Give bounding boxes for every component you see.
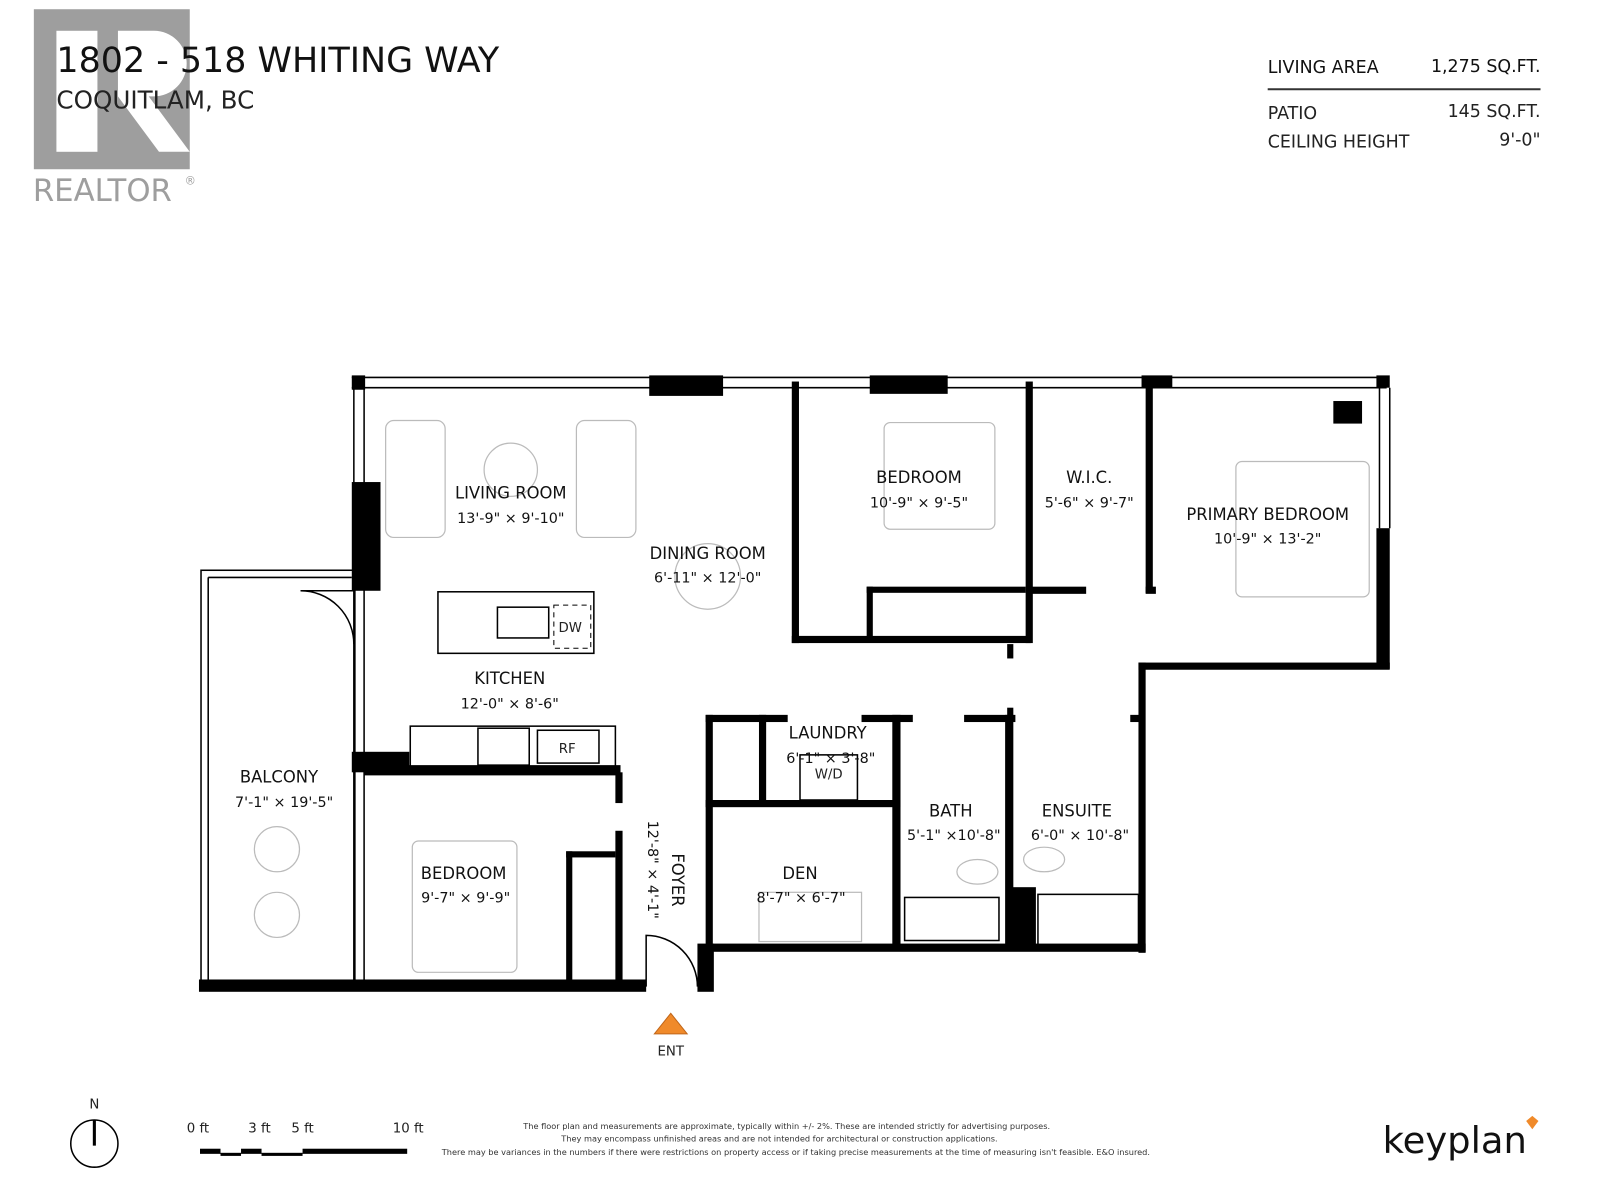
dining-room-name: DINING ROOM <box>650 544 766 563</box>
living-area-label: LIVING AREA <box>1268 58 1379 78</box>
balcony-door[interactable] <box>300 590 355 645</box>
room-labels: LIVING ROOM 13'-9" × 9'-10" DINING ROOM … <box>235 468 1349 919</box>
ensuite-name: ENSUITE <box>1042 801 1112 820</box>
disclaimer-line-1: The floor plan and measurements are appr… <box>522 1121 1050 1131</box>
living-room-name: LIVING ROOM <box>455 483 567 502</box>
scale-tick-5: 5 ft <box>291 1121 313 1136</box>
scale-tick-0: 0 ft <box>187 1121 209 1136</box>
laundry-name: LAUNDRY <box>789 723 868 742</box>
bedroom-1-dims: 10'-9" × 9'-5" <box>870 496 968 512</box>
realtor-logo: REALTOR ® <box>33 9 196 209</box>
laundry-dims: 6'-1" × 3'-8" <box>786 751 875 767</box>
ceiling-label: CEILING HEIGHT <box>1268 133 1410 153</box>
bath-dims: 5'-1" ×10'-8" <box>907 828 1001 844</box>
compass-label: N <box>89 1098 99 1113</box>
patio-value: 145 SQ.FT. <box>1448 102 1541 122</box>
disclaimer-line-2: They may encompass unfinished areas and … <box>560 1134 997 1144</box>
den-name: DEN <box>782 864 817 883</box>
ceiling-value: 9'-0" <box>1499 131 1540 151</box>
washer-dryer-label: W/D <box>815 767 843 782</box>
ensuite-dims: 6'-0" × 10'-8" <box>1031 828 1129 844</box>
den-dims: 8'-7" × 6'-7" <box>756 891 845 907</box>
scale-bar: 0 ft 3 ft 5 ft 10 ft <box>187 1121 424 1156</box>
balcony-dims: 7'-1" × 19'-5" <box>235 795 333 811</box>
wic-dims: 5'-6" × 9'-7" <box>1045 496 1134 512</box>
kitchen-name: KITCHEN <box>474 669 545 688</box>
living-area-value: 1,275 SQ.FT. <box>1431 57 1541 77</box>
dishwasher-label: DW <box>559 621 582 636</box>
property-city: COQUITLAM, BC <box>56 86 254 115</box>
fridge-label: RF <box>559 742 576 757</box>
kitchen-island <box>437 591 595 655</box>
floor-plan <box>198 375 1391 992</box>
north-compass-icon: N <box>70 1098 119 1168</box>
dining-room-dims: 6'-11" × 12'-0" <box>654 571 761 587</box>
disclaimer-line-3: There may be variances in the numbers if… <box>441 1147 1150 1157</box>
bath-name: BATH <box>929 801 973 820</box>
bedroom-1-name: BEDROOM <box>876 468 962 487</box>
area-stats: LIVING AREA 1,275 SQ.FT. PATIO 145 SQ.FT… <box>1268 57 1541 153</box>
scale-tick-3: 3 ft <box>248 1121 270 1136</box>
entrance-arrow-icon <box>653 1012 689 1035</box>
bedroom-2-name: BEDROOM <box>421 864 507 883</box>
wic-name: W.I.C. <box>1066 468 1112 487</box>
foyer-name: FOYER <box>668 853 687 906</box>
bedroom-2-dims: 9'-7" × 9'-9" <box>421 891 510 907</box>
scale-tick-10: 10 ft <box>393 1121 424 1136</box>
svg-text:®: ® <box>185 175 196 188</box>
entrance-label: ENT <box>657 1044 684 1059</box>
balcony-name: BALCONY <box>240 768 319 787</box>
patio-label: PATIO <box>1268 104 1317 124</box>
living-room-dims: 13'-9" × 9'-10" <box>457 511 564 527</box>
kitchen-dims: 12'-0" × 8'-6" <box>461 697 559 713</box>
foyer-dims: 12'-8" × 4'-1" <box>644 821 660 919</box>
realtor-logo-text: REALTOR <box>33 173 172 209</box>
keyplan-logo-text: keyplan <box>1383 1119 1527 1162</box>
primary-bedroom-name: PRIMARY BEDROOM <box>1186 505 1349 524</box>
primary-bedroom-dims: 10'-9" × 13'-2" <box>1214 532 1321 548</box>
property-address: 1802 - 518 WHITING WAY <box>56 41 499 81</box>
entry-door[interactable] <box>645 934 699 987</box>
keyplan-logo: keyplan <box>1383 1115 1539 1162</box>
